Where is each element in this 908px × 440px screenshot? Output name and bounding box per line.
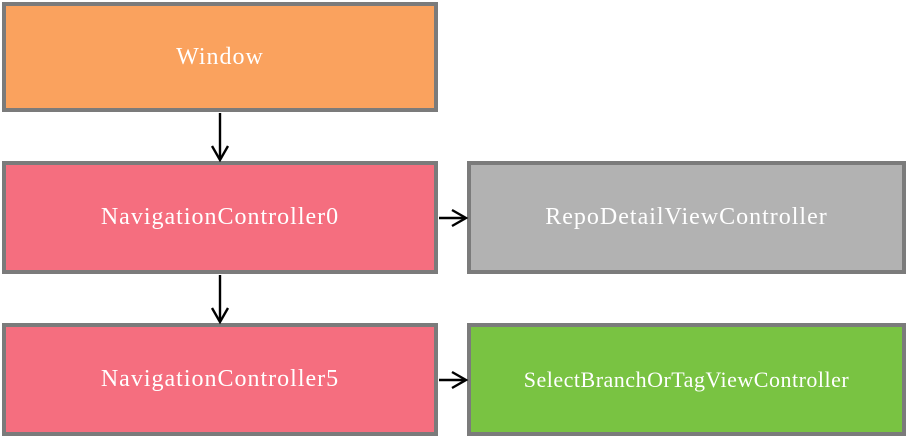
node-select-branch-or-tag-view-controller: SelectBranchOrTagViewController [467, 323, 906, 436]
arrow-window-to-navigationcontroller0 [210, 113, 230, 163]
arrow-head-icon [210, 307, 230, 325]
node-window: Window [2, 2, 438, 112]
node-navigation-controller-0: NavigationController0 [2, 161, 438, 274]
node-navigation-controller-0-label: NavigationController0 [100, 204, 340, 230]
node-window-label: Window [176, 43, 264, 70]
node-select-branch-or-tag-view-controller-label: SelectBranchOrTagViewController [523, 366, 850, 392]
arrow-head-icon [451, 208, 469, 228]
arrow-navigationcontroller0-to-repodetailviewcontroller [439, 208, 469, 228]
arrow-navigationcontroller5-to-selectbranchortagviewcontroller [439, 370, 469, 390]
arrow-navigationcontroller0-to-navigationcontroller5 [210, 275, 230, 325]
node-navigation-controller-5: NavigationController5 [2, 323, 438, 436]
arrow-head-icon [451, 370, 469, 390]
node-repo-detail-view-controller-label: RepoDetailViewController [545, 204, 828, 230]
arrow-head-icon [210, 145, 230, 163]
node-navigation-controller-5-label: NavigationController5 [100, 366, 340, 392]
node-repo-detail-view-controller: RepoDetailViewController [467, 161, 906, 274]
